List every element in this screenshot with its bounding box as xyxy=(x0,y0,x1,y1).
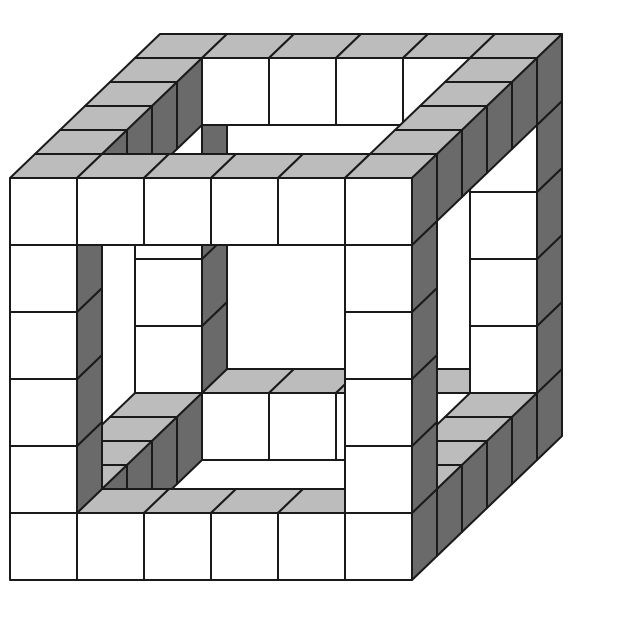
cube-front-face xyxy=(202,393,269,460)
cube-front-face xyxy=(10,379,77,446)
cube-front-face xyxy=(10,245,77,312)
cube-front-face xyxy=(10,446,77,513)
cube-front-face xyxy=(278,513,345,580)
cube-front-face xyxy=(470,326,537,393)
cube-front-face xyxy=(269,58,336,125)
cube-front-face xyxy=(345,178,412,245)
cube-front-face xyxy=(135,259,202,326)
cube-front-face xyxy=(144,178,211,245)
cube-front-face xyxy=(345,245,412,312)
cube-front-face xyxy=(470,192,537,259)
cube-front-face xyxy=(144,513,211,580)
cube-front-face xyxy=(77,513,144,580)
cube-front-face xyxy=(10,178,77,245)
cube-front-face xyxy=(345,312,412,379)
cube-front-face xyxy=(470,259,537,326)
cube-front-face xyxy=(10,513,77,580)
cube-front-face xyxy=(211,513,278,580)
cube-front-face xyxy=(77,178,144,245)
middle-frame-layer xyxy=(35,58,537,556)
cube-front-face xyxy=(345,513,412,580)
cube-front-face xyxy=(135,326,202,393)
cube-front-face xyxy=(345,379,412,446)
cube-front-face xyxy=(336,58,403,125)
cube-front-face xyxy=(345,446,412,513)
cube-front-face xyxy=(269,393,336,460)
cube-front-face xyxy=(10,312,77,379)
cube-front-face xyxy=(202,58,269,125)
cube-front-face xyxy=(278,178,345,245)
cube-front-face xyxy=(211,178,278,245)
